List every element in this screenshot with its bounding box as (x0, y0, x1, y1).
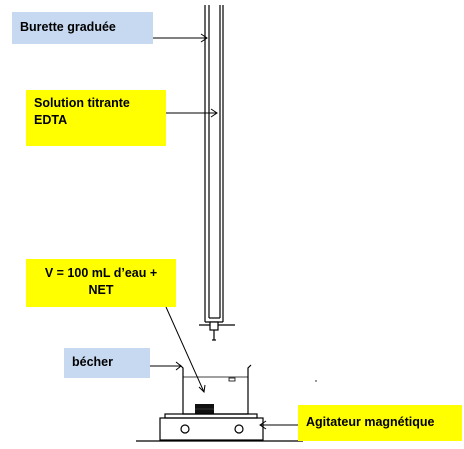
pointer-arrows (150, 33, 298, 430)
magnetic-stirrer (159, 413, 264, 441)
label-solution-titrante: Solution titrante EDTA (26, 90, 166, 146)
label-burette-graduee: Burette graduée (12, 12, 153, 44)
burette (204, 5, 224, 323)
burette-stopcock (199, 321, 235, 341)
label-agitateur-magnetique: Agitateur magnétique (298, 405, 462, 441)
label-becher: bécher (64, 348, 150, 378)
label-volume-eau-net: V = 100 mL d’eau + NET (26, 259, 176, 307)
becher (179, 364, 252, 415)
